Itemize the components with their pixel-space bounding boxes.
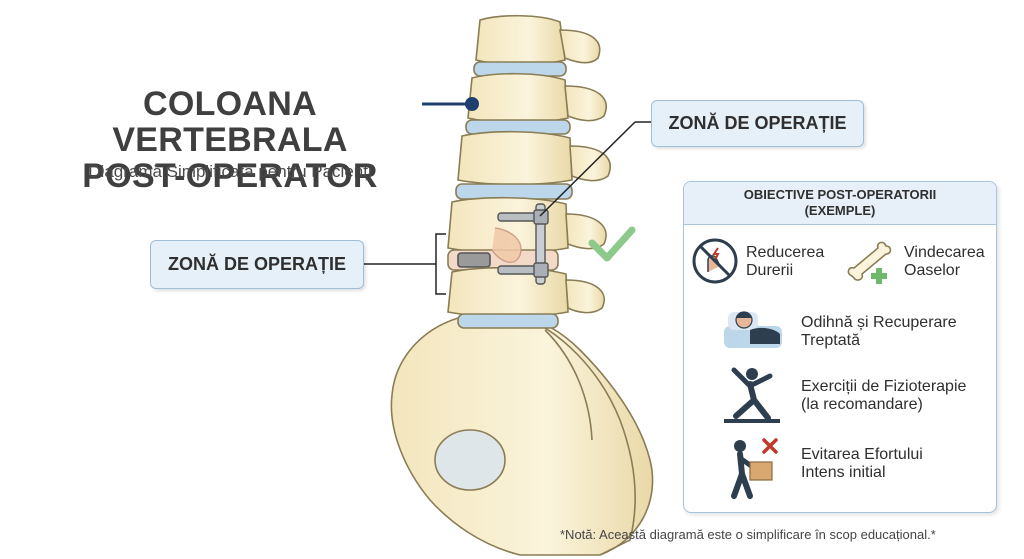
page-title: COLOANA VERTEBRALA POST-OPERATOR <box>40 86 420 194</box>
title-line-1: COLOANA VERTEBRALA <box>112 85 348 159</box>
callout-operation-zone-left: ZONĂ DE OPERAȚIE <box>150 240 364 289</box>
objectives-panel-title: OBIECTIVE POST-OPERATORII (EXEMPLE) <box>684 182 996 225</box>
bone-heal-icon <box>847 241 892 284</box>
objective-effort-line-2: Intens initial <box>801 464 886 481</box>
objective-bone-line-2: Oaselor <box>904 262 961 279</box>
sacrum-pelvis <box>390 315 654 556</box>
page-subtitle: Diagramă Simplificată pentru Pacienți <box>88 162 372 181</box>
panel-title-line-1: OBIECTIVE POST-OPERATORII <box>743 187 937 202</box>
objective-pain-line-1: Reducerea <box>746 244 825 261</box>
vertebra-stack <box>447 14 611 329</box>
objective-exercise-line-1: Exerciții de Fizioterapie <box>801 378 967 395</box>
no-lifting-icon <box>731 438 778 499</box>
objective-bone-label: Vindecarea Oaselor <box>904 244 985 280</box>
objectives-panel: OBIECTIVE POST-OPERATORII (EXEMPLE) Redu… <box>683 181 997 513</box>
title-line-2: POST-OPERATOR <box>82 157 378 195</box>
objective-effort-line-1: Evitarea Efortului <box>801 446 923 463</box>
footnote: *Notă: Această diagramă este o simplific… <box>560 527 936 542</box>
objective-pain-label: Reducerea Durerii <box>746 244 824 280</box>
operation-bracket <box>435 233 446 295</box>
check-icon <box>588 226 636 262</box>
objective-exercise-line-2: (la recomandare) <box>801 396 923 413</box>
resting-person-icon <box>724 311 782 348</box>
objective-rest-label: Odihnă și Recuperare Treptată <box>801 314 957 350</box>
callout-operation-zone-top: ZONĂ DE OPERAȚIE <box>651 100 864 147</box>
objective-rest-line-2: Treptată <box>801 332 860 349</box>
objective-pain-line-2: Durerii <box>746 262 794 279</box>
no-pain-icon <box>692 238 738 284</box>
top-callout-leader-diag <box>539 121 636 217</box>
objective-exercise-label: Exerciții de Fizioterapie (la recomandar… <box>801 378 966 414</box>
panel-title-line-2: (EXEMPLE) <box>804 203 876 218</box>
objective-effort-label: Evitarea Efortului Intens initial <box>801 446 923 482</box>
objective-rest-line-1: Odihnă și Recuperare <box>801 314 957 331</box>
title-leader-dot <box>465 97 479 111</box>
objective-bone-line-1: Vindecarea <box>904 244 985 261</box>
exercise-person-icon <box>724 367 780 423</box>
fixation-hardware <box>491 203 549 285</box>
